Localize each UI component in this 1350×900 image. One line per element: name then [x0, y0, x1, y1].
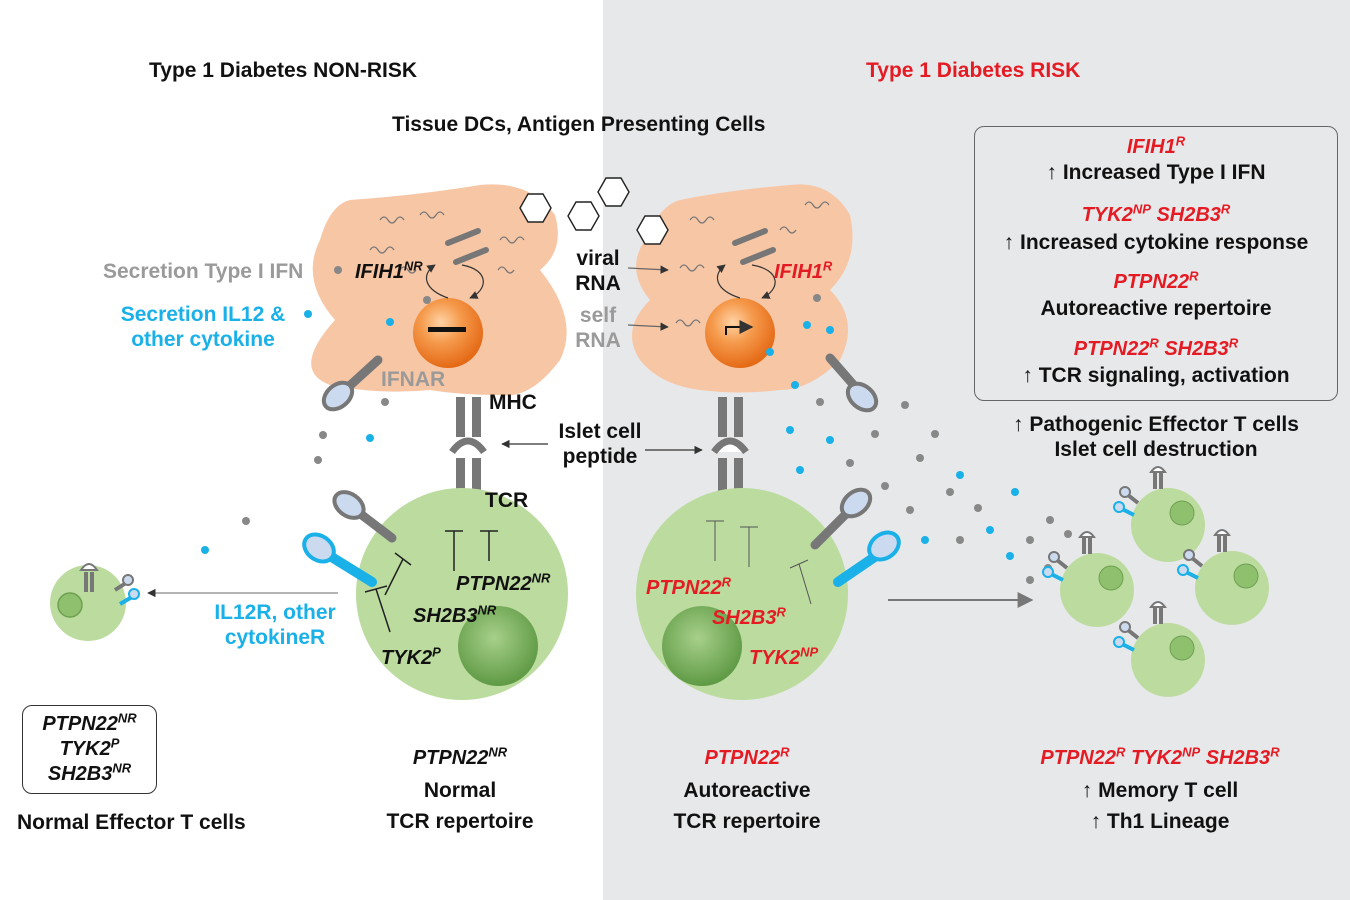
viral-rna-line1: viral	[576, 247, 620, 270]
risk-ptpn22: PTPN22R	[1113, 268, 1199, 293]
apc-title: Tissue DCs, Antigen Presenting Cells	[392, 113, 766, 136]
pathogenic-t-cell	[1113, 601, 1205, 697]
ifnar-label: IFNAR	[381, 368, 446, 391]
right-ifnar-receptor	[825, 353, 879, 413]
pathogenic-t-cell	[1177, 529, 1269, 625]
left-t-cell-grey-receptor	[332, 490, 397, 543]
risk-item3: Autoreactive repertoire	[1040, 297, 1272, 320]
viral-rna-line2: RNA	[575, 272, 621, 296]
islet-peptide-line2: peptide	[562, 445, 638, 469]
right-tyk2-gene: TYK2NP	[749, 644, 819, 669]
risk-summary-box	[974, 126, 1338, 401]
right-sh2b3-gene: SH2B3R	[712, 604, 786, 629]
right-t-cell-nucleus	[662, 606, 742, 686]
right-dendritic-cell	[632, 184, 853, 393]
autoreactive-repertoire-line2: TCR repertoire	[673, 810, 821, 834]
pathogenic-t-cell-cluster	[1042, 466, 1269, 697]
risk-ifih1: IFIH1R	[1126, 133, 1186, 158]
right-mhc-tcr-complex	[711, 397, 749, 513]
left-dc-nucleus	[413, 298, 483, 368]
islet-peptide-label: Islet cell peptide	[545, 419, 655, 469]
islet-peptide-line1: Islet cell	[558, 420, 642, 443]
right-dc-nucleus	[705, 298, 775, 368]
bottom-ptpn22-r: PTPN22R	[704, 744, 790, 769]
secretion-il12-label: Secretion IL12 & other cytokine	[108, 302, 298, 352]
risk-ptpn22-sh2b3: PTPN22R SH2B3R	[1073, 335, 1239, 360]
left-ifih1-protein	[445, 228, 489, 265]
secretion-il12-line1: Secretion IL12 &	[120, 303, 286, 326]
normal-repertoire-label: Normal TCR repertoire	[360, 778, 560, 834]
autoreactive-repertoire-label: Autoreactive TCR repertoire	[647, 778, 847, 834]
left-ifih1-gene: IFIH1NR	[355, 258, 423, 283]
risk-outcome-line2: Islet cell destruction	[1054, 438, 1258, 462]
self-rna-line2: RNA	[575, 329, 621, 353]
risk-outcome-line1: ↑ Pathogenic Effector T cells	[1013, 413, 1299, 436]
left-t-cell-nucleus	[458, 606, 538, 686]
nr-sh2b3: SH2B3NR	[47, 760, 132, 785]
pathogenic-t-cell	[1113, 466, 1205, 562]
risk-title: Type 1 Diabetes RISK	[866, 59, 1081, 82]
bottom-risk-genes: PTPN22R TYK2NP SH2B3R	[1040, 744, 1280, 769]
th1-line: ↑ Th1 Lineage	[1090, 810, 1230, 834]
mhc-label: MHC	[489, 391, 537, 414]
risk-outcome: ↑ Pathogenic Effector T cells Islet cell…	[974, 412, 1338, 462]
non-risk-title: Type 1 Diabetes NON-RISK	[149, 59, 418, 82]
bottom-ptpn22-nr: PTPN22NR	[412, 744, 508, 769]
il12r-line2: cytokineR	[224, 626, 326, 650]
up-arrow-icon: ↑	[1013, 413, 1024, 436]
nr-tyk2: TYK2P	[59, 735, 120, 760]
left-tyk2-gene: TYK2P	[381, 644, 441, 669]
right-cytokine-dots	[766, 294, 1072, 584]
secretion-ifn-label: Secretion Type I IFN	[103, 260, 304, 283]
viral-rna-label: viral RNA	[568, 246, 628, 296]
non-risk-genotype-box	[22, 705, 157, 794]
memory-line: ↑ Memory T cell	[1081, 779, 1239, 802]
memory-th1-label: ↑ Memory T cell ↑ Th1 Lineage	[990, 778, 1330, 834]
right-ptpn22-gene: PTPN22R	[646, 574, 731, 599]
left-cytokine-dots	[201, 266, 431, 554]
normal-effector-label: Normal Effector T cells	[17, 811, 246, 834]
risk-item1: ↑ Increased Type I IFN	[1046, 161, 1266, 184]
right-t-cell-blue-receptor	[833, 530, 901, 587]
left-mhc-tcr-complex	[449, 397, 487, 513]
normal-effector-t-cell	[50, 563, 140, 641]
autoreactive-repertoire-line1: Autoreactive	[683, 779, 811, 802]
normal-repertoire-line1: Normal	[423, 779, 497, 802]
normal-repertoire-line2: TCR repertoire	[386, 810, 534, 834]
right-ifih1-protein	[732, 228, 776, 265]
up-arrow-icon: ↑	[1046, 161, 1057, 184]
secretion-il12-line2: other cytokine	[131, 328, 275, 352]
up-arrow-icon: ↑	[1022, 364, 1033, 387]
nr-ptpn22: PTPN22NR	[42, 710, 137, 735]
left-sh2b3-gene: SH2B3NR	[413, 602, 497, 627]
self-rna-line1: self	[579, 304, 617, 327]
left-ifnar-receptor	[321, 355, 383, 412]
il12r-line1: IL12R, other	[214, 601, 336, 624]
il12r-label: IL12R, other cytokineR	[195, 600, 355, 650]
risk-tyk2-sh2b3: TYK2NP SH2B3R	[1081, 201, 1231, 226]
tcr-label: TCR	[485, 489, 529, 512]
up-arrow-icon: ↑	[1003, 231, 1015, 254]
risk-item4: ↑ TCR signaling, activation	[1022, 364, 1290, 387]
up-arrow-icon: ↑	[1081, 779, 1093, 802]
right-ifih1-gene: IFIH1R	[774, 258, 833, 283]
left-ptpn22-gene: PTPN22NR	[456, 570, 551, 595]
pathogenic-t-cell	[1042, 531, 1134, 627]
virus-particles	[519, 177, 669, 245]
risk-item2: ↑ Increased cytokine response	[1003, 231, 1309, 254]
left-t-cell-blue-receptor	[302, 532, 377, 587]
up-arrow-icon: ↑	[1090, 810, 1102, 834]
right-t-cell-grey-receptor	[810, 487, 873, 550]
self-rna-label: self RNA	[568, 303, 628, 353]
